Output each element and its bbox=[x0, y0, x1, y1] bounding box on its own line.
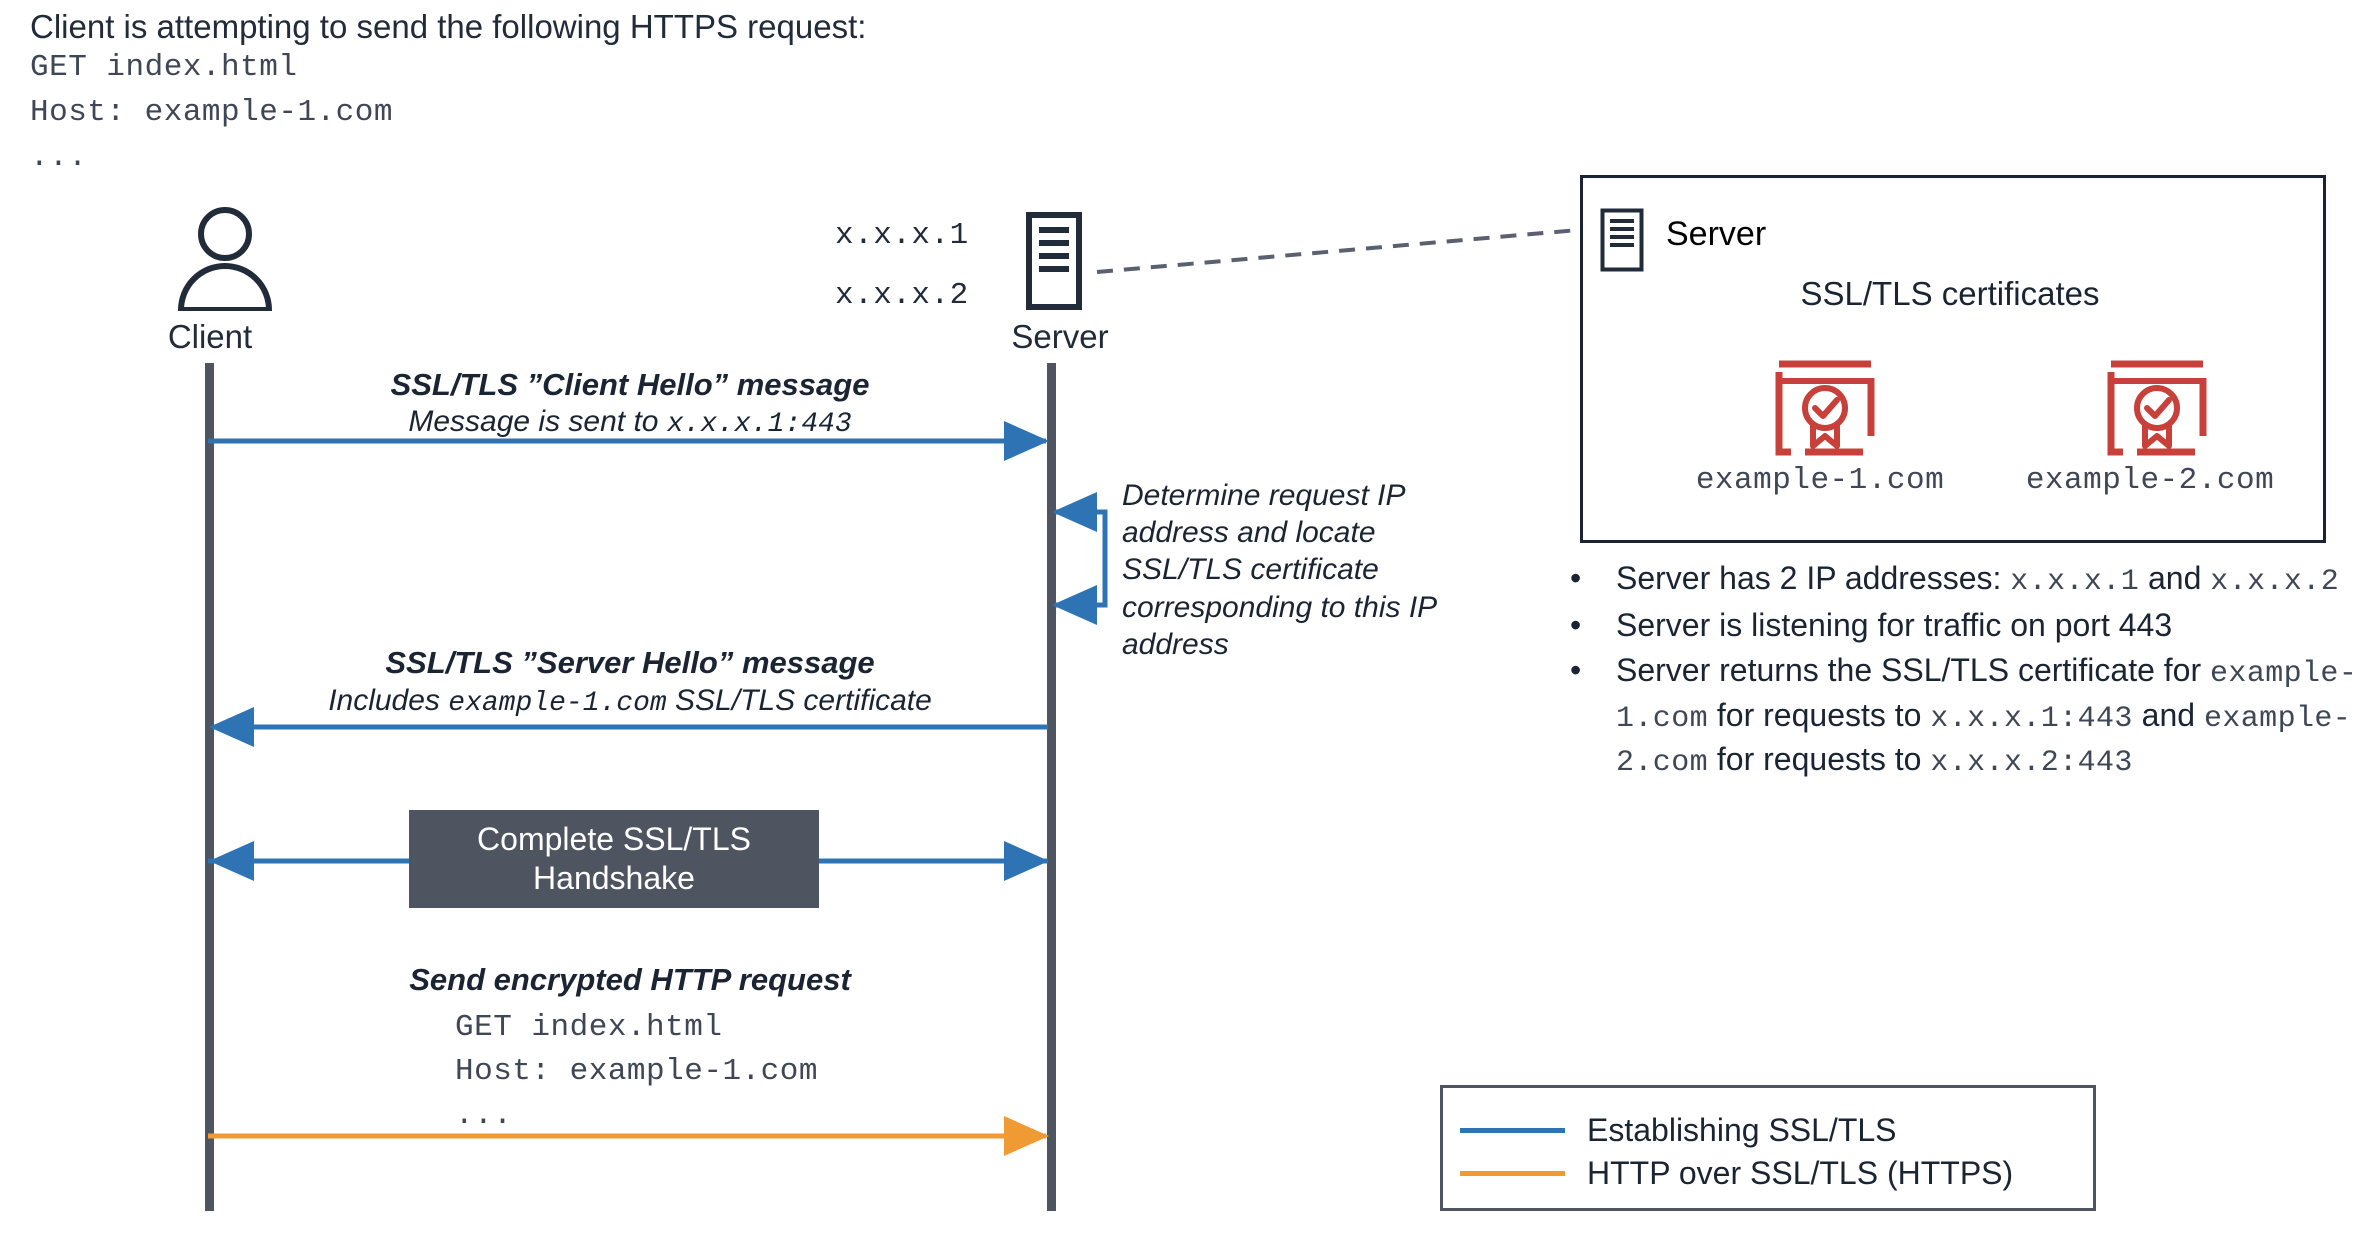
client-hello-subtitle: Message is sent to x.x.x.1:443 bbox=[210, 405, 1050, 440]
server-detail-panel bbox=[1580, 175, 2326, 543]
client-label: Client bbox=[167, 318, 253, 355]
text-run: and bbox=[2139, 560, 2211, 596]
person-icon bbox=[175, 206, 275, 316]
encrypted-request-line-2: Host: example-1.com bbox=[455, 1054, 818, 1089]
certificates-title: SSL/TLS certificates bbox=[1800, 275, 2100, 312]
legend-item-establishing: Establishing SSL/TLS bbox=[1460, 1112, 1897, 1149]
client-hello-subtitle-prefix: Message is sent to bbox=[408, 405, 667, 438]
request-line-3: ... bbox=[30, 140, 88, 175]
client-hello-endpoint: x.x.x.1:443 bbox=[666, 409, 852, 440]
server-hello-subtitle-prefix: Includes bbox=[328, 684, 449, 717]
page-title: Client is attempting to send the followi… bbox=[30, 8, 867, 45]
bullet-marker-icon: • bbox=[1570, 560, 1582, 596]
server-lifeline bbox=[1047, 363, 1056, 1211]
server-hello-title: SSL/TLS ”Server Hello” message bbox=[385, 645, 875, 680]
server-ip-2: x.x.x.2 bbox=[835, 278, 969, 313]
server-ip-1: x.x.x.1 bbox=[835, 218, 969, 253]
text-run: Server returns the SSL/TLS certificate f… bbox=[1616, 652, 2211, 689]
handshake-line-1: Complete SSL/TLS bbox=[477, 820, 751, 857]
legend-swatch-blue bbox=[1460, 1128, 1565, 1133]
certificate-icon bbox=[1773, 358, 1877, 463]
server-hello-subtitle-suffix: SSL/TLS certificate bbox=[666, 684, 932, 717]
server-icon bbox=[1600, 208, 1644, 277]
code-token: x.x.x.1:443 bbox=[1930, 701, 2133, 736]
panel-server-label: Server bbox=[1666, 215, 1767, 253]
server-facts-list: • Server has 2 IP addresses: x.x.x.1 and … bbox=[1560, 558, 2360, 786]
legend-label-https: HTTP over SSL/TLS (HTTPS) bbox=[1587, 1155, 2014, 1191]
text-run: for requests to bbox=[1708, 696, 1931, 733]
list-item-text: Server is listening for traffic on port … bbox=[1616, 605, 2360, 647]
client-hello-title: SSL/TLS ”Client Hello” message bbox=[390, 367, 870, 402]
legend-item-https: HTTP over SSL/TLS (HTTPS) bbox=[1460, 1155, 2013, 1192]
text-run: Server has 2 IP addresses: bbox=[1616, 560, 2011, 596]
code-token: example-2.com bbox=[1616, 701, 2352, 780]
encrypted-request-line-3: ... bbox=[455, 1098, 513, 1133]
text-run: for requests to bbox=[1708, 740, 1931, 777]
server-label: Server bbox=[1011, 318, 1109, 355]
text-run: and bbox=[2132, 696, 2204, 733]
legend-label-establishing: Establishing SSL/TLS bbox=[1587, 1112, 1897, 1148]
encrypted-request-line-1: GET index.html bbox=[455, 1010, 723, 1045]
code-token: x.x.x.2 bbox=[2210, 565, 2340, 599]
server-hello-cert-domain: example-1.com bbox=[448, 688, 667, 719]
encrypted-request-title: Send encrypted HTTP request bbox=[409, 962, 851, 997]
server-hello-subtitle: Includes example-1.com SSL/TLS certifica… bbox=[210, 684, 1050, 719]
request-line-1: GET index.html bbox=[30, 50, 298, 85]
certificate-label-2: example-2.com bbox=[2025, 463, 2275, 498]
bullet-marker-icon: • bbox=[1570, 607, 1582, 644]
determine-ip-note: Determine request IP address and locate … bbox=[1122, 479, 1437, 661]
list-item-text: Server has 2 IP addresses: x.x.x.1 and x… bbox=[1616, 558, 2360, 602]
legend-box bbox=[1440, 1085, 2096, 1211]
bullet-marker-icon: • bbox=[1570, 652, 1582, 689]
code-token: example-1.com bbox=[1616, 657, 2358, 736]
certificate-label-1: example-1.com bbox=[1695, 463, 1945, 498]
list-item: • Server has 2 IP addresses: x.x.x.1 and … bbox=[1560, 558, 2360, 602]
list-item-text: Server returns the SSL/TLS certificate f… bbox=[1616, 650, 2360, 783]
list-item: • Server is listening for traffic on port… bbox=[1560, 605, 2360, 647]
code-token: x.x.x.1 bbox=[2010, 565, 2140, 599]
list-item: • Server returns the SSL/TLS certificate … bbox=[1560, 650, 2360, 783]
handshake-line-2: Handshake bbox=[533, 860, 695, 896]
server-icon bbox=[1026, 212, 1082, 315]
complete-handshake-box: Complete SSL/TLS Handshake bbox=[409, 810, 819, 908]
text-run: Server is listening for traffic on port … bbox=[1616, 607, 2173, 644]
certificate-icon bbox=[2105, 358, 2209, 463]
legend-swatch-orange bbox=[1460, 1171, 1565, 1176]
code-token: x.x.x.2:443 bbox=[1930, 745, 2133, 780]
request-line-2: Host: example-1.com bbox=[30, 95, 393, 130]
client-lifeline bbox=[205, 363, 214, 1211]
